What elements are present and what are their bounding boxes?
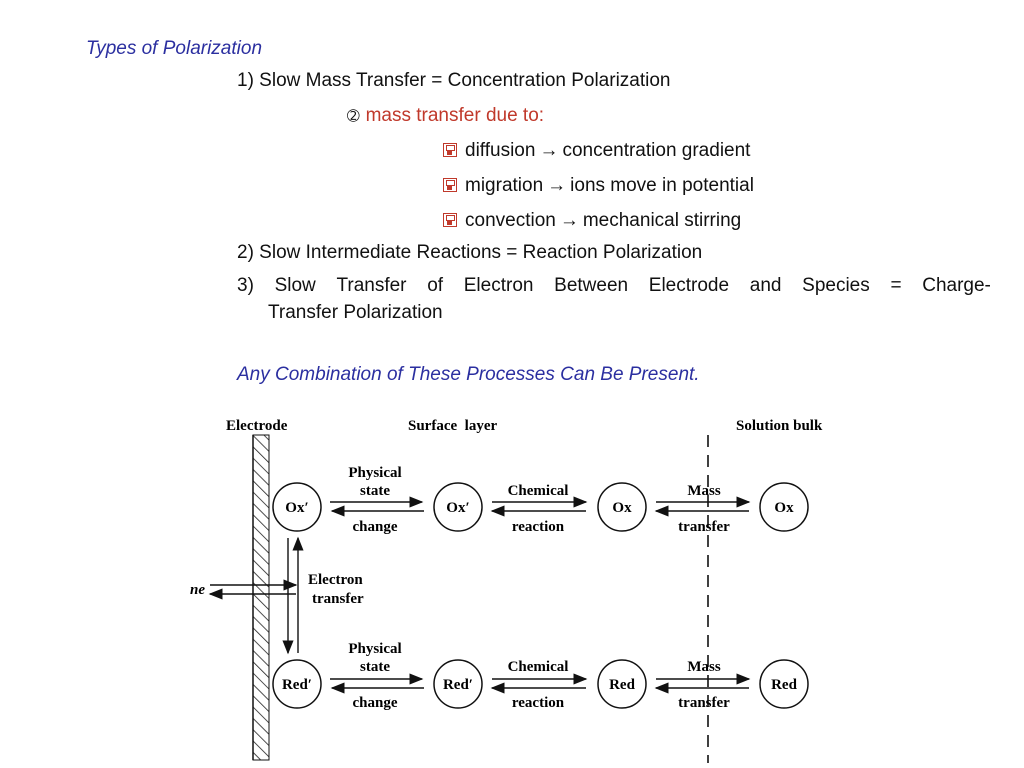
red-prime-label-2: Red′ — [443, 677, 473, 693]
electron-label-2: transfer — [312, 591, 364, 607]
slide-title: Types of Polarization — [86, 38, 263, 59]
ne-arrows — [208, 579, 298, 600]
mass-label-bottom-1: Mass — [687, 659, 720, 675]
word: Between — [554, 275, 629, 296]
bullet-item-convection: convection→mechanical stirring — [443, 210, 741, 232]
floppy-disk-icon — [443, 178, 457, 192]
red-label-2: Red — [771, 677, 797, 693]
ox-prime-label-1: Ox′ — [285, 500, 308, 516]
header-electrode: Electrode — [226, 418, 288, 434]
electrode-bar — [252, 434, 270, 761]
electron-label-1: Electron — [308, 572, 363, 588]
ne-label: ne — [190, 582, 205, 598]
bullet-left: convection — [465, 210, 556, 231]
conclusion-text: Any Combination of These Processes Can B… — [237, 364, 700, 385]
word: Electrode — [648, 275, 730, 296]
circled-two-marker: ➁ — [347, 108, 360, 125]
red-prime-circle-2 — [433, 659, 483, 709]
bottom-arrows — [330, 673, 751, 694]
arrow-right-icon: → — [547, 175, 567, 196]
chemical-label-bottom-1: Chemical — [508, 659, 569, 675]
electron-transfer-arrows — [282, 536, 304, 655]
header-solution-bulk: Solution bulk — [736, 418, 823, 434]
sub-heading: ➁ mass transfer due to: — [347, 105, 544, 128]
mass-label-top-1: Mass — [687, 483, 720, 499]
physical-label-bottom-1: Physical — [348, 641, 401, 657]
ox-label-1: Ox — [612, 500, 632, 516]
physical-label-top-2: state — [360, 483, 390, 499]
arrow-right-icon: → — [539, 140, 559, 161]
physical-label-top-3: change — [353, 519, 398, 535]
bullet-left: migration — [465, 175, 544, 196]
physical-label-bottom-3: change — [353, 695, 398, 711]
red-prime-label-1: Red′ — [282, 677, 312, 693]
polarization-diagram: Electrode Surface layer Solution bulk Ox… — [190, 418, 823, 763]
bullet-right: concentration gradient — [562, 140, 751, 161]
floppy-disk-icon — [443, 143, 457, 157]
bullet-left: diffusion — [465, 140, 536, 161]
ox-label-2: Ox — [774, 500, 794, 516]
red-circle-2 — [759, 659, 809, 709]
word: 3) — [237, 275, 254, 296]
bullet-right: ions move in potential — [570, 175, 754, 196]
list-item-3-line-2: Transfer Polarization — [268, 302, 443, 323]
chemical-label-top-1: Chemical — [508, 483, 569, 499]
mass-label-top-2: transfer — [678, 519, 730, 535]
ox-prime-circle-1 — [272, 482, 322, 532]
top-arrows — [330, 496, 751, 517]
word: = — [890, 275, 902, 296]
red-circle-1 — [597, 659, 647, 709]
list-item-3-line-1: 3) Slow Transfer of Electron Between Ele… — [237, 272, 991, 299]
word: and — [749, 275, 782, 296]
red-prime-circle-1 — [272, 659, 322, 709]
arrow-right-icon: → — [559, 210, 579, 231]
list-item-2: 2) Slow Intermediate Reactions = Reactio… — [237, 242, 703, 263]
bullet-item-diffusion: diffusion→concentration gradient — [443, 140, 750, 162]
bullet-right: mechanical stirring — [582, 210, 742, 231]
ox-circle-1 — [597, 482, 647, 532]
word: Species — [802, 275, 870, 296]
list-item-1: 1) Slow Mass Transfer = Concentration Po… — [237, 70, 671, 91]
red-label-1: Red — [609, 677, 635, 693]
word: of — [427, 275, 444, 296]
ox-circle-2 — [759, 482, 809, 532]
header-surface-layer: Surface layer — [408, 418, 497, 434]
list-item-3: 3) Slow Transfer of Electron Between Ele… — [237, 272, 991, 326]
physical-label-top-1: Physical — [348, 465, 401, 481]
mass-label-bottom-2: transfer — [678, 695, 730, 711]
ox-prime-circle-2 — [433, 482, 483, 532]
physical-label-bottom-2: state — [360, 659, 390, 675]
ox-prime-label-2: Ox′ — [446, 500, 469, 516]
word: Electron — [463, 275, 534, 296]
word: Transfer — [336, 275, 407, 296]
floppy-disk-icon — [443, 213, 457, 227]
chemical-label-bottom-2: reaction — [512, 695, 565, 711]
chemical-label-top-2: reaction — [512, 519, 565, 535]
word: Slow — [274, 275, 316, 296]
word: Charge- — [922, 275, 991, 296]
bullet-item-migration: migration→ions move in potential — [443, 175, 754, 197]
sub-heading-text: mass transfer due to: — [365, 105, 545, 126]
